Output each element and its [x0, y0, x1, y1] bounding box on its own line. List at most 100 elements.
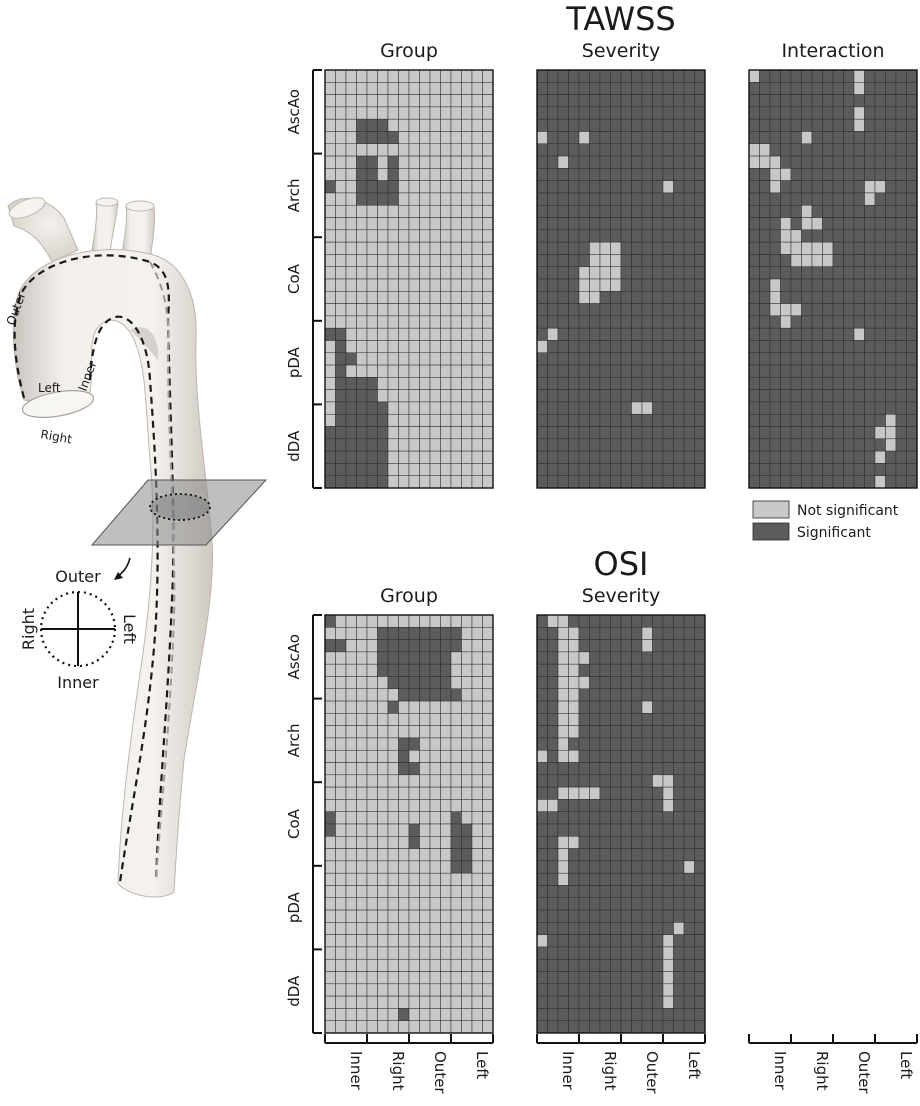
heatmap-cell: [536, 848, 548, 862]
heatmap-cell: [324, 475, 336, 489]
heatmap-cell: [578, 811, 590, 825]
heatmap-cell: [398, 995, 410, 1009]
heatmap-cell: [652, 401, 664, 415]
heatmap-cell: [345, 204, 357, 218]
heatmap-cell: [599, 377, 611, 390]
heatmap-cell: [398, 389, 410, 403]
heatmap-cell: [356, 872, 368, 886]
heatmap-cell: [694, 180, 706, 194]
heatmap-cell: [429, 786, 441, 800]
heatmap-cell: [398, 799, 410, 812]
heatmap-cell: [610, 860, 622, 874]
heatmap-cell: [568, 131, 580, 145]
heatmap-cell: [610, 946, 622, 960]
heatmap-cell: [610, 897, 622, 911]
heatmap-cell: [610, 364, 622, 378]
heatmap-cell: [345, 352, 357, 366]
heatmap-cell: [387, 897, 399, 911]
heatmap-cell: [652, 983, 664, 997]
heatmap-cell: [568, 995, 580, 1009]
heatmap-cell: [366, 627, 378, 640]
heatmap-cell: [885, 204, 897, 218]
heatmap-cell: [662, 811, 674, 825]
heatmap-cell: [429, 639, 441, 653]
heatmap-cell: [662, 836, 674, 849]
heatmap-cell: [419, 700, 431, 714]
heatmap-cell: [461, 823, 473, 837]
heatmap-cell: [652, 663, 664, 677]
heatmap-cell: [641, 155, 653, 169]
heatmap-cell: [366, 254, 378, 267]
heatmap-cell: [790, 475, 802, 489]
heatmap-cell: [440, 315, 452, 329]
heatmap-cell: [853, 82, 865, 95]
heatmap-cell: [885, 118, 897, 132]
heatmap-cell: [536, 204, 548, 218]
heatmap-cell: [578, 676, 590, 690]
heatmap-cell: [641, 315, 653, 329]
heatmap-cell: [694, 627, 706, 640]
heatmap-cell: [557, 811, 569, 825]
heatmap-cell: [874, 192, 886, 206]
heatmap-cell: [641, 94, 653, 108]
heatmap-cell: [853, 463, 865, 476]
heatmap-cell: [853, 204, 865, 218]
heatmap-cell: [673, 352, 685, 366]
heatmap-cell: [471, 475, 483, 489]
heatmap-cell: [683, 774, 695, 788]
heatmap-cell: [790, 340, 802, 354]
heatmap-cell: [482, 180, 494, 194]
heatmap-cell: [610, 749, 622, 763]
heatmap-cell: [408, 315, 420, 329]
heatmap-cell: [471, 627, 483, 640]
heatmap-cell: [429, 614, 441, 628]
heatmap-cell: [461, 688, 473, 702]
heatmap-cell: [356, 204, 368, 218]
heatmap-cell: [482, 639, 494, 653]
heatmap-cell: [450, 413, 462, 427]
heatmap-cell: [790, 69, 802, 83]
heatmap-cell: [557, 377, 569, 390]
heatmap-cell: [557, 364, 569, 378]
heatmap-cell: [429, 983, 441, 997]
heatmap-cell: [906, 229, 918, 243]
heatmap-cell: [769, 266, 781, 280]
heatmap-cell: [748, 192, 760, 206]
heatmap-cell: [832, 229, 844, 243]
heatmap-cell: [780, 69, 792, 83]
heatmap-cell: [620, 639, 632, 653]
heatmap-cell: [408, 278, 420, 292]
heatmap-cell: [673, 377, 685, 390]
heatmap-cell: [398, 700, 410, 714]
heatmap-cell: [536, 82, 548, 95]
heatmap-cell: [345, 909, 357, 923]
heatmap-cell: [906, 118, 918, 132]
heatmap-cell: [906, 438, 918, 452]
heatmap-cell: [335, 1020, 347, 1034]
heatmap-cell: [450, 106, 462, 120]
heatmap-cell: [652, 922, 664, 935]
heatmap-cell: [450, 922, 462, 935]
heatmap-cell: [387, 823, 399, 837]
heatmap-cell: [345, 426, 357, 440]
heatmap-cell: [429, 82, 441, 95]
heatmap-cell: [822, 364, 834, 378]
heatmap-cell: [324, 131, 336, 145]
heatmap-cell: [589, 811, 601, 825]
heatmap-cell: [832, 340, 844, 354]
heatmap-cell: [673, 143, 685, 157]
heatmap-cell: [398, 364, 410, 378]
heatmap-cell: [662, 426, 674, 440]
heatmap-cell: [620, 860, 632, 874]
heatmap-cell: [610, 377, 622, 390]
heatmap-cell: [748, 291, 760, 304]
heatmap-cell: [599, 315, 611, 329]
heatmap-cell: [419, 266, 431, 280]
heatmap-cell: [482, 315, 494, 329]
heatmap-cell: [652, 352, 664, 366]
heatmap-cell: [906, 266, 918, 280]
heatmap-cell: [843, 131, 855, 145]
heatmap-cell: [429, 463, 441, 476]
heatmap-cell: [895, 291, 907, 304]
